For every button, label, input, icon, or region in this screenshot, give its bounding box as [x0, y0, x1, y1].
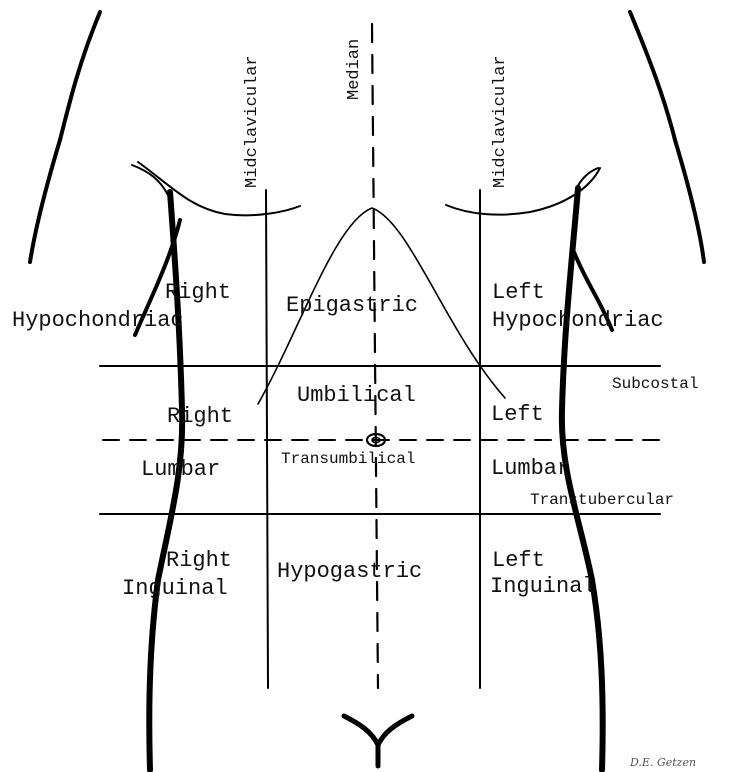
left-inguinal-line1: Left	[492, 548, 545, 573]
right-inguinal-line2: Inguinal	[122, 576, 228, 601]
left-arm-outline	[30, 12, 100, 262]
right-lumbar-line1: Right	[167, 404, 233, 429]
right-hypochondriac-line2: Hypochondriac	[12, 308, 184, 333]
groin-mark	[344, 716, 412, 766]
left-hypochondriac-line2: Hypochondriac	[492, 308, 664, 333]
transtubercular-label: Transtubercular	[530, 491, 674, 509]
epigastric-label: Epigastric	[286, 293, 418, 318]
right-lumbar-line2: Lumbar	[141, 457, 220, 482]
left-hypochondriac-line1: Left	[492, 280, 545, 305]
hypogastric-label: Hypogastric	[277, 559, 422, 584]
right-inguinal-line1: Right	[166, 548, 232, 573]
midclavicular-left-label: Midclavicular	[243, 55, 262, 188]
subcostal-label: Subcostal	[612, 375, 698, 393]
median-line	[372, 24, 378, 688]
median-label: Median	[345, 39, 364, 100]
artist-signature: D.E. Getzen	[629, 756, 696, 769]
left-breast-curve	[138, 162, 300, 215]
umbilical-label: Umbilical	[297, 383, 416, 408]
transumbilical-label: Transumbilical	[281, 450, 415, 468]
left-inguinal-line2: Inguinal	[490, 574, 596, 599]
right-hypochondriac-line1: Right	[165, 280, 231, 305]
left-lumbar-line2: Lumbar	[491, 456, 570, 481]
right-arm-outline	[630, 12, 704, 262]
midclavicular-right-label: Midclavicular	[491, 55, 510, 188]
left-lumbar-line1: Left	[491, 402, 544, 427]
